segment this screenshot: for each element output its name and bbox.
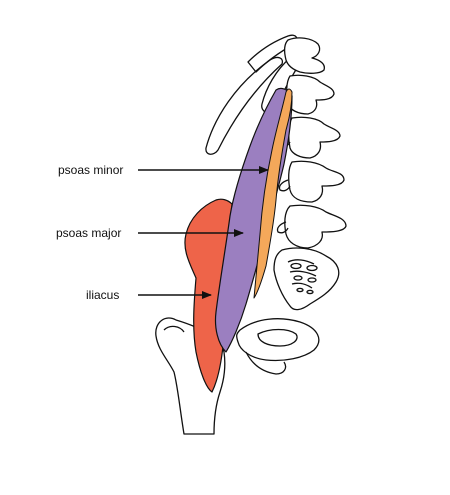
vertebra-4	[288, 160, 345, 203]
label-psoas-major: psoas major	[56, 226, 122, 240]
label-iliacus: iliacus	[86, 288, 120, 302]
ischium	[245, 351, 287, 375]
vertebra-2	[286, 74, 335, 115]
lumbar-spine	[276, 37, 347, 249]
vertebra-3	[288, 116, 341, 159]
pubic-ramus	[236, 318, 320, 362]
leader-arrows	[138, 166, 269, 299]
obturator	[257, 328, 298, 347]
pelvis	[236, 318, 320, 375]
vertebra-1	[284, 37, 326, 74]
psoas-minor-muscle	[253, 88, 293, 299]
vertebra-5	[284, 204, 347, 249]
rib-lower	[205, 56, 284, 155]
sacrum	[273, 247, 340, 311]
label-psoas-minor: psoas minor	[58, 163, 124, 177]
